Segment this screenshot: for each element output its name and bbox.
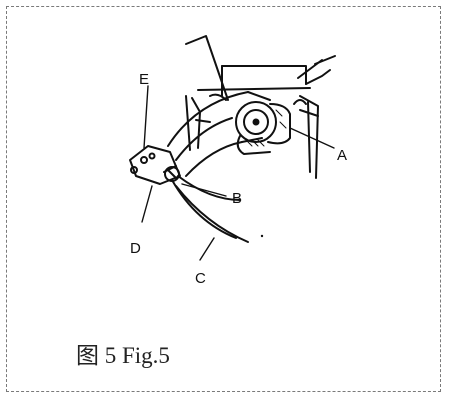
figure-caption: 图 5 Fig.5 <box>76 343 170 368</box>
clamp-bracket <box>129 145 181 185</box>
label-d: D <box>130 240 141 257</box>
strip-c <box>171 175 249 243</box>
leader-lines <box>141 85 335 261</box>
curved-arm <box>167 91 271 177</box>
figure-frame <box>6 6 441 392</box>
label-c: C <box>195 270 206 287</box>
label-a: A <box>337 147 347 164</box>
label-e: E <box>139 71 149 88</box>
label-b: B <box>232 190 242 207</box>
roller-hatching <box>245 109 287 147</box>
roller-a <box>235 101 291 155</box>
dot-mark <box>260 234 264 238</box>
